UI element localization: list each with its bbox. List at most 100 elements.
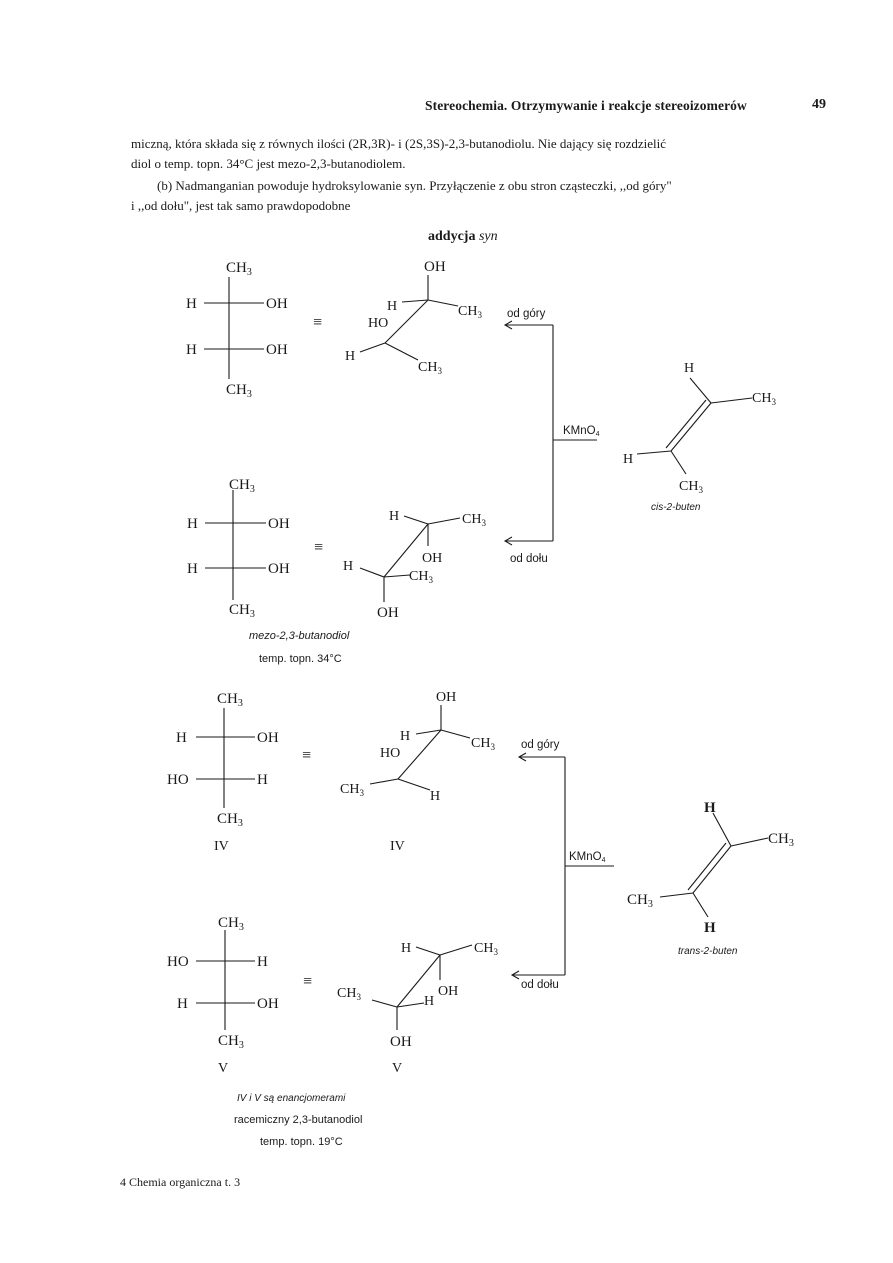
paragraph-1-line-2: diol o temp. topn. 34°C jest mezo-2,3-bu… [131,156,406,171]
atom-oh: OH [436,690,456,705]
atom-oh: OH [257,996,279,1012]
atom-oh: OH [422,551,442,566]
cis-2-butene-structure: H CH3 H CH3 [623,361,776,495]
atom-h: H [187,561,198,577]
atom-ch3: CH3 [337,986,361,1002]
atom-ch3: CH3 [752,391,776,407]
atom-oh: OH [424,259,446,275]
label-kmno4: KMnO4 [563,425,600,438]
atom-ch3: CH3 [218,915,244,933]
atom-ch3: CH3 [768,831,794,849]
caption-mezo: mezo-2,3-butanodiol [249,630,350,642]
fischer-iv: CH3 H OH HO H CH3 [167,691,279,829]
sawhorse-iv: OH H HO CH3 CH3 H [340,690,495,804]
atom-h: H [257,954,268,970]
caption-trans: trans-2-buten [678,946,738,957]
atom-oh: OH [257,730,279,746]
caption-enantiomers: IV i V są enancjomerami [237,1093,346,1104]
caption-mezo-mp: temp. topn. 34°C [259,653,342,665]
atom-h: H [387,299,397,314]
atom-ch3: CH3 [217,811,243,829]
caption-cis: cis-2-buten [651,502,701,513]
fischer-2: CH3 H OH H OH CH3 [187,477,290,620]
atom-ch3: CH3 [462,512,486,528]
atom-ch3: CH3 [340,782,364,798]
fischer-v: CH3 HO H H OH CH3 [167,915,279,1051]
roman-v: V [218,1061,228,1076]
paragraph-2-line-2: i ,,od dołu", jest tak samo prawdopodobn… [131,198,351,213]
roman-v: V [392,1061,402,1076]
equivalence-sign: ≡ [314,539,323,556]
atom-h: H [176,730,187,746]
paragraph-2: (b) Nadmanganian powoduje hydroksylowani… [131,176,672,216]
atom-oh: OH [266,296,288,312]
scheme-heading-main: addycja [428,229,476,244]
atom-h: H [704,920,716,936]
label-od-gory: od góry [521,739,560,751]
caption-racemic: racemiczny 2,3-butanodiol [234,1114,363,1126]
atom-oh: OH [390,1034,412,1050]
atom-h: H [684,361,694,376]
atom-ch3: CH3 [627,892,653,910]
atom-ch3: CH3 [229,602,255,620]
scheme-heading-italic: syn [478,229,498,244]
atom-ch3: CH3 [418,360,442,376]
atom-ch3: CH3 [217,691,243,709]
trans-2-butene-structure: H CH3 CH3 H [627,800,794,936]
atom-h: H [177,996,188,1012]
label-kmno4: KMnO4 [569,851,606,864]
atom-ch3: CH3 [226,260,252,278]
scheme-heading: addycja syn [428,229,498,245]
atom-oh: OH [438,984,458,999]
page-number: 49 [812,97,826,112]
reaction-arrows-cis [503,320,597,546]
atom-oh: OH [377,605,399,621]
atom-ch3: CH3 [458,304,482,320]
roman-iv: IV [214,839,229,854]
atom-ho: HO [167,772,189,788]
footer: 4 Chemia organiczna t. 3 [120,1175,241,1189]
atom-oh: OH [268,561,290,577]
roman-iv: IV [390,839,405,854]
running-title: Stereochemia. Otrzymywanie i reakcje ste… [425,98,747,113]
label-od-dolu: od dołu [521,979,559,991]
atom-oh: OH [268,516,290,532]
sawhorse-2: H CH3 OH H CH3 OH [343,509,486,621]
caption-racemic-mp: temp. topn. 19°C [260,1136,343,1148]
label-od-gory: od góry [507,308,546,320]
equivalence-sign: ≡ [313,314,322,331]
atom-h: H [186,342,197,358]
atom-h: H [257,772,268,788]
equivalence-sign: ≡ [302,747,311,764]
atom-ho: HO [167,954,189,970]
atom-h: H [430,789,440,804]
atom-ch3: CH3 [226,382,252,400]
atom-ch3: CH3 [218,1033,244,1051]
atom-h: H [186,296,197,312]
atom-h: H [623,452,633,467]
atom-ch3: CH3 [471,736,495,752]
atom-ch3: CH3 [229,477,255,495]
reaction-arrows-trans [510,752,614,980]
paragraph-2-line-1: (b) Nadmanganian powoduje hydroksylowani… [157,178,672,193]
atom-oh: OH [266,342,288,358]
paragraph-1-line-1: miczną, która składa się z równych ilośc… [131,136,667,151]
sawhorse-v: H CH3 OH CH3 H OH [337,941,498,1050]
sawhorse-1: OH H HO CH3 H CH3 [345,259,482,376]
atom-h: H [187,516,198,532]
atom-h: H [424,994,434,1009]
atom-ch3: CH3 [474,941,498,957]
atom-ho: HO [380,746,400,761]
atom-h: H [704,800,716,816]
atom-h: H [400,729,410,744]
atom-ho: HO [368,316,388,331]
fischer-1: CH3 H OH H OH CH3 [186,260,288,400]
atom-ch3: CH3 [409,569,433,585]
atom-h: H [343,559,353,574]
atom-h: H [401,941,411,956]
atom-h: H [345,349,355,364]
label-od-dolu: od dołu [510,553,548,565]
atom-h: H [389,509,399,524]
atom-ch3: CH3 [679,479,703,495]
